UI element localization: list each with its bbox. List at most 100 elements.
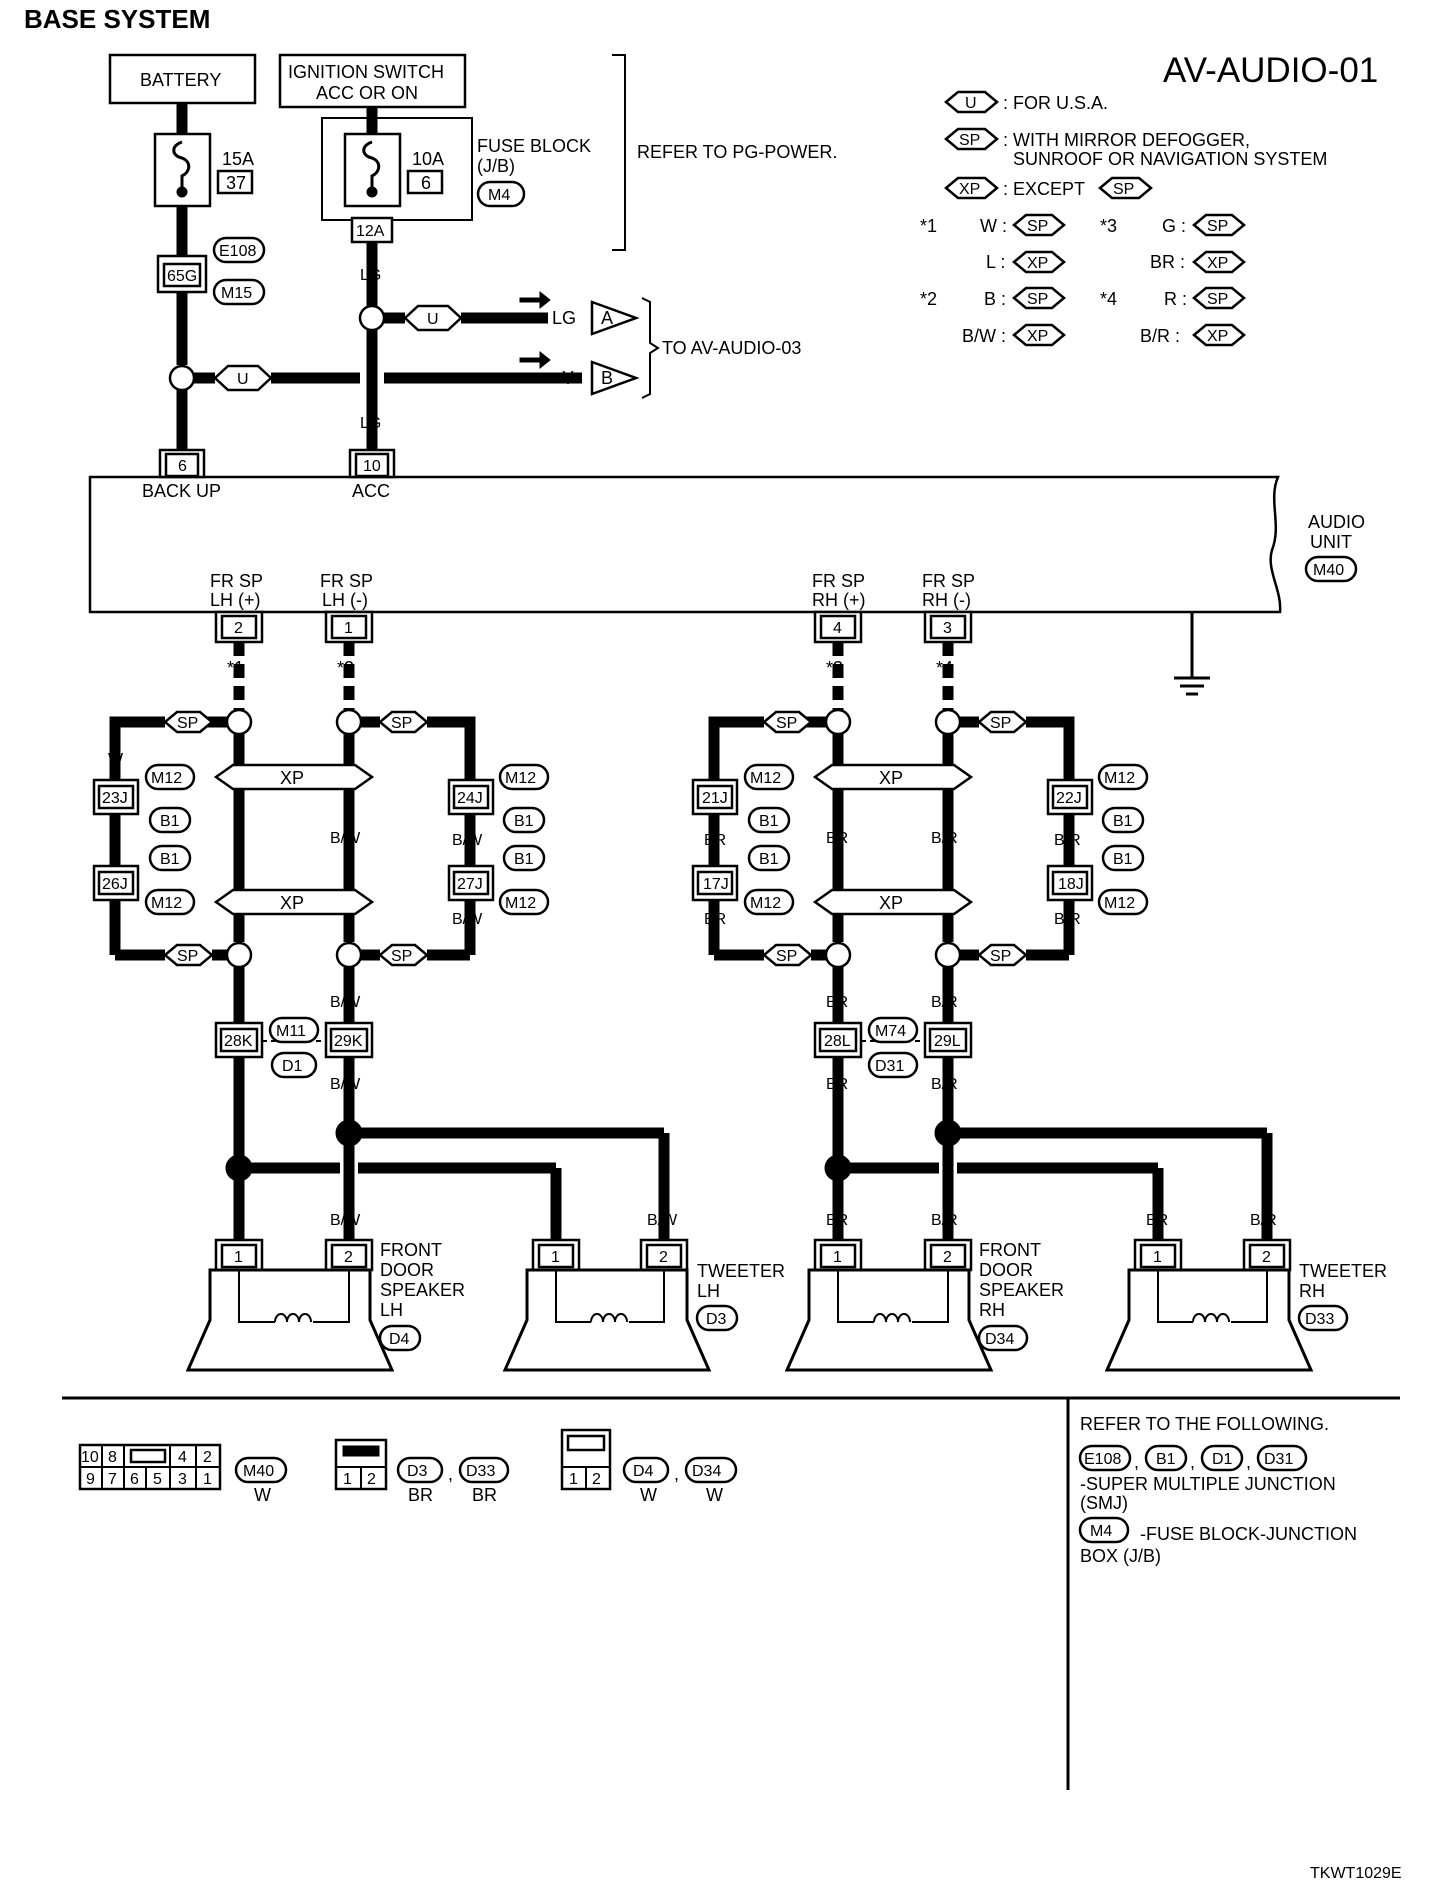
tw-rh-pin1-box	[1139, 1243, 1177, 1269]
conn-b1-rur: B1	[1113, 813, 1133, 830]
audio-unit-body	[88, 475, 1282, 614]
conn-b1-rul-oval	[747, 806, 791, 834]
sp-ur: SP	[391, 715, 412, 732]
audio-unit-conn: M40	[1313, 562, 1344, 579]
d4-connector-face: 1 2 D4 , D34 W W	[560, 1428, 738, 1505]
spk-lh-name-3: SPEAKER	[380, 1280, 465, 1300]
splice-y-u	[168, 364, 196, 392]
spk-l-wire-label: L	[234, 1212, 243, 1229]
legend-1-b-badge	[1012, 250, 1066, 274]
conn-m12-rlr-oval	[1097, 888, 1149, 916]
d4-pin-2: 2	[592, 1471, 601, 1488]
d33-footer-oval	[458, 1456, 510, 1484]
d4-sep: ,	[674, 1464, 679, 1484]
m40-bot-0: 9	[86, 1471, 95, 1488]
fuse-block-label-2: (J/B)	[477, 156, 515, 176]
d4-footer-oval	[622, 1456, 670, 1484]
legend-3-b-label: BR :	[1150, 252, 1185, 272]
conn-d1: D1	[282, 1058, 303, 1075]
conn-m12-rur: M12	[1104, 770, 1135, 787]
conn-b1-ur: B1	[514, 813, 534, 830]
d34-footer-oval	[684, 1456, 738, 1484]
refer-d31: D31	[1264, 1451, 1293, 1468]
spk-rh-name-3: SPEAKER	[979, 1280, 1064, 1300]
fuse1-num-box	[216, 169, 254, 195]
m40-connector-face: 10 8 4 2 9 7 6 5 3 1 M40 W	[78, 1443, 288, 1505]
legend-xp-text: : EXCEPT	[1003, 179, 1085, 199]
legend-4-b-badge	[1192, 323, 1246, 347]
wire-outer-rr-top	[1026, 716, 1075, 780]
wire-bw-lower-label: B/W	[330, 1076, 361, 1093]
splice-l1	[225, 708, 253, 736]
pin-4-name-2: RH (+)	[812, 590, 866, 610]
conn-29k: 29K	[334, 1033, 363, 1050]
diagram-code: AV-AUDIO-01	[1163, 51, 1378, 90]
fuse-block-label-1: FUSE BLOCK	[477, 136, 591, 156]
legend-xp-code: XP	[959, 181, 980, 198]
legend-4-b-label: B/R :	[1140, 326, 1180, 346]
legend-1-a-badge	[1012, 213, 1066, 237]
pin-1-name-2: LH (-)	[322, 590, 368, 610]
wire-y-label-b: Y	[562, 368, 574, 388]
xp-r-lower: XP	[879, 893, 903, 913]
conn-28k: 28K	[224, 1033, 253, 1050]
d3-footer-conn: D3	[407, 1463, 428, 1480]
xp-upper: XP	[280, 768, 304, 788]
refer-sep-2: ,	[1190, 1452, 1195, 1472]
m40-top-3: 2	[203, 1449, 212, 1466]
conn-24j: 24J	[457, 790, 483, 807]
d3-connector-face: 1 2 D3 , D33 BR BR	[334, 1438, 510, 1505]
conn-m74: M74	[875, 1023, 906, 1040]
terminal-a: A	[601, 308, 613, 328]
pin-3-box	[929, 614, 967, 640]
tw-lh-leads	[555, 1270, 665, 1323]
conn-29k-box	[329, 1027, 369, 1053]
sp-lr: SP	[391, 948, 412, 965]
conn-m15: M15	[221, 285, 252, 302]
d3-latch-icon	[342, 1445, 380, 1457]
pin-1-name-1: FR SP	[320, 571, 373, 591]
conn-m15-oval	[212, 278, 266, 306]
refer-m4: M4	[1090, 1523, 1112, 1540]
conn-d1-oval	[270, 1051, 318, 1079]
pin-2-name-2: LH (+)	[210, 590, 261, 610]
tw-rr-wire-label: B/R	[1250, 1212, 1277, 1229]
battery-box	[108, 53, 257, 105]
wire-l-lower-label: L	[234, 1076, 243, 1093]
d3-sep: ,	[448, 1464, 453, 1484]
d4-footer-conn: D4	[633, 1463, 654, 1480]
conn-m12-ll-oval	[144, 888, 196, 916]
pin-3-name-2: RH (-)	[922, 590, 971, 610]
wire-mid-rr-label: B/R	[931, 830, 958, 847]
tw-lh-name-1: TWEETER	[697, 1261, 785, 1281]
pin-6-name: BACK UP	[142, 481, 221, 501]
wire-mid-rl-label: BR	[826, 830, 848, 847]
refer-m4-oval	[1078, 1516, 1130, 1544]
spk-lh-name-1: FRONT	[380, 1240, 442, 1260]
refer-d1: D1	[1212, 1451, 1233, 1468]
star-3: *3	[826, 658, 843, 678]
conn-65g-box	[162, 262, 202, 288]
refer-d31-oval	[1256, 1444, 1308, 1472]
tw-rh-conn-oval	[1297, 1304, 1349, 1332]
refer-jb-1: -FUSE BLOCK-JUNCTION	[1140, 1524, 1357, 1544]
conn-29l-box	[928, 1027, 968, 1053]
fuse2-amp: 10A	[412, 149, 444, 169]
ignition-label-1: IGNITION SWITCH	[288, 62, 444, 82]
m40-top-0: 10	[81, 1449, 99, 1466]
pin-2-box	[220, 614, 258, 640]
pin-10-box	[354, 452, 390, 478]
wire-br2-lower-label: B/R	[931, 1076, 958, 1093]
wire-br-down-label: BR	[826, 994, 848, 1011]
legend-sp-text-1: : WITH MIRROR DEFOGGER,	[1003, 130, 1250, 150]
sp-rul: SP	[776, 715, 797, 732]
conn-e108: E108	[219, 243, 256, 260]
xp-band-r-upper	[812, 763, 974, 791]
m40-bot-5: 1	[203, 1471, 212, 1488]
wire-outer-r-label: B	[465, 751, 476, 768]
sp-rll: SP	[776, 948, 797, 965]
spk-lh-conn: D4	[389, 1331, 410, 1348]
terminal-b-triangle	[590, 360, 640, 396]
wire-outer-l-label: W	[108, 751, 124, 768]
